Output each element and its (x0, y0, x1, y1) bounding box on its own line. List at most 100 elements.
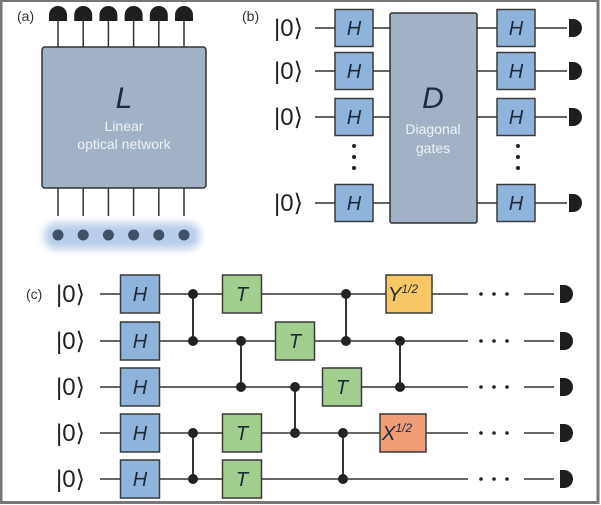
hadamard-gate-box (119, 321, 161, 361)
hadamard-gate-box (334, 51, 374, 91)
sqrt-x-gate-box (379, 413, 427, 453)
photon-source-icon (178, 229, 190, 241)
t-gate-label: T (336, 377, 350, 399)
hadamard-gate: H (496, 97, 536, 137)
photon-source-icon (128, 229, 140, 241)
hadamard-gate-label: H (133, 377, 148, 399)
hadamard-gate: H (334, 183, 374, 223)
t-gate-label: T (289, 331, 303, 353)
detector-icon (99, 5, 118, 21)
horizontal-ellipsis-dot (492, 477, 496, 481)
t-gate-label: T (236, 469, 250, 491)
panel-a-detectors (49, 5, 193, 21)
hadamard-gate-label: H (509, 193, 524, 215)
hadamard-gate-label: H (133, 331, 148, 353)
control-dot (395, 336, 405, 346)
hadamard-gate-box (496, 183, 536, 223)
hadamard-gate-box (119, 459, 161, 499)
detector-icon (569, 108, 582, 126)
cz-gate (188, 428, 198, 484)
horizontal-ellipsis-dot (505, 477, 509, 481)
control-dot (338, 428, 348, 438)
hadamard-gate-label: H (509, 107, 524, 129)
photon-source-glow (44, 223, 200, 249)
sqrt-y-gate-box (385, 274, 433, 314)
panel-b-ellipsis (352, 144, 520, 170)
ket-zero: |0⟩ (274, 190, 303, 217)
vertical-ellipsis-dot (516, 166, 520, 170)
panel-c-wires: |0⟩ |0⟩ |0⟩ |0⟩ |0⟩ (56, 281, 468, 493)
ket-zero: |0⟩ (274, 104, 303, 131)
control-dot (188, 289, 198, 299)
hadamard-gate: H (119, 321, 161, 361)
hadamard-gate: H (334, 97, 374, 137)
hadamard-gate-box (334, 97, 374, 137)
ket-zero: |0⟩ (56, 328, 85, 355)
sqrt-x-gate: X1/2 (379, 413, 427, 453)
control-dot (188, 474, 198, 484)
horizontal-ellipsis-dot (505, 292, 509, 296)
photon-source-icon (77, 229, 89, 241)
panel-c-label: (c) (26, 286, 42, 302)
vertical-ellipsis-dot (352, 166, 356, 170)
diagonal-gates-label-line1: Diagonal (405, 121, 460, 137)
ket-zero: |0⟩ (56, 420, 85, 447)
cz-gate (341, 289, 351, 346)
horizontal-ellipsis-dot (479, 431, 483, 435)
hadamard-gate-label: H (133, 469, 148, 491)
horizontal-ellipsis-dot (479, 385, 483, 389)
hadamard-gate-label: H (347, 107, 362, 129)
control-dot (338, 474, 348, 484)
control-dot (290, 382, 300, 392)
hadamard-gate-box (334, 8, 374, 48)
diagonal-gates-label-line2: gates (416, 140, 450, 156)
hadamard-gate: H (119, 459, 161, 499)
diagonal-gates-box (389, 12, 478, 224)
photon-source-icon (102, 229, 114, 241)
cz-gate (338, 428, 348, 484)
detector-icon (149, 5, 168, 21)
horizontal-ellipsis-dot (505, 431, 509, 435)
detector-icon (74, 5, 93, 21)
control-dot (341, 289, 351, 299)
ket-zero: |0⟩ (56, 466, 85, 493)
horizontal-ellipsis-dot (492, 292, 496, 296)
control-dot (290, 428, 300, 438)
detector-icon (560, 470, 573, 488)
hadamard-gate: H (119, 413, 161, 453)
detector-icon (175, 6, 193, 21)
hadamard-gate-box (334, 183, 374, 223)
cz-gate (290, 382, 300, 438)
detector-icon (560, 332, 573, 350)
t-gate-box (221, 459, 263, 499)
hadamard-gate: H (496, 51, 536, 91)
detector-icon (560, 285, 573, 303)
hadamard-gate-box (119, 274, 161, 314)
detector-icon (124, 5, 143, 21)
horizontal-ellipsis-dot (505, 385, 509, 389)
t-gate: T (321, 367, 363, 407)
t-gate: T (221, 274, 263, 314)
ket-zero: |0⟩ (56, 281, 85, 308)
hadamard-gate: H (119, 367, 161, 407)
panel-a-wires (57, 20, 185, 216)
hadamard-gate-label: H (347, 61, 362, 83)
hadamard-gate: H (496, 183, 536, 223)
ket-zero: |0⟩ (274, 15, 303, 42)
vertical-ellipsis-dot (352, 144, 356, 148)
sqrt-y-gate: Y1/2 (385, 274, 433, 314)
ket-zero: |0⟩ (56, 374, 85, 401)
detector-icon (569, 19, 582, 37)
panel-b-label: (b) (242, 8, 259, 24)
linear-network-label-line1: Linear (105, 118, 144, 134)
control-dot (236, 336, 246, 346)
horizontal-ellipsis-dot (505, 339, 509, 343)
control-dot (395, 382, 405, 392)
panel-c-cz-gates (188, 289, 405, 484)
vertical-ellipsis-dot (516, 155, 520, 159)
hadamard-gate-label: H (133, 284, 148, 306)
t-gate-box (274, 321, 316, 361)
